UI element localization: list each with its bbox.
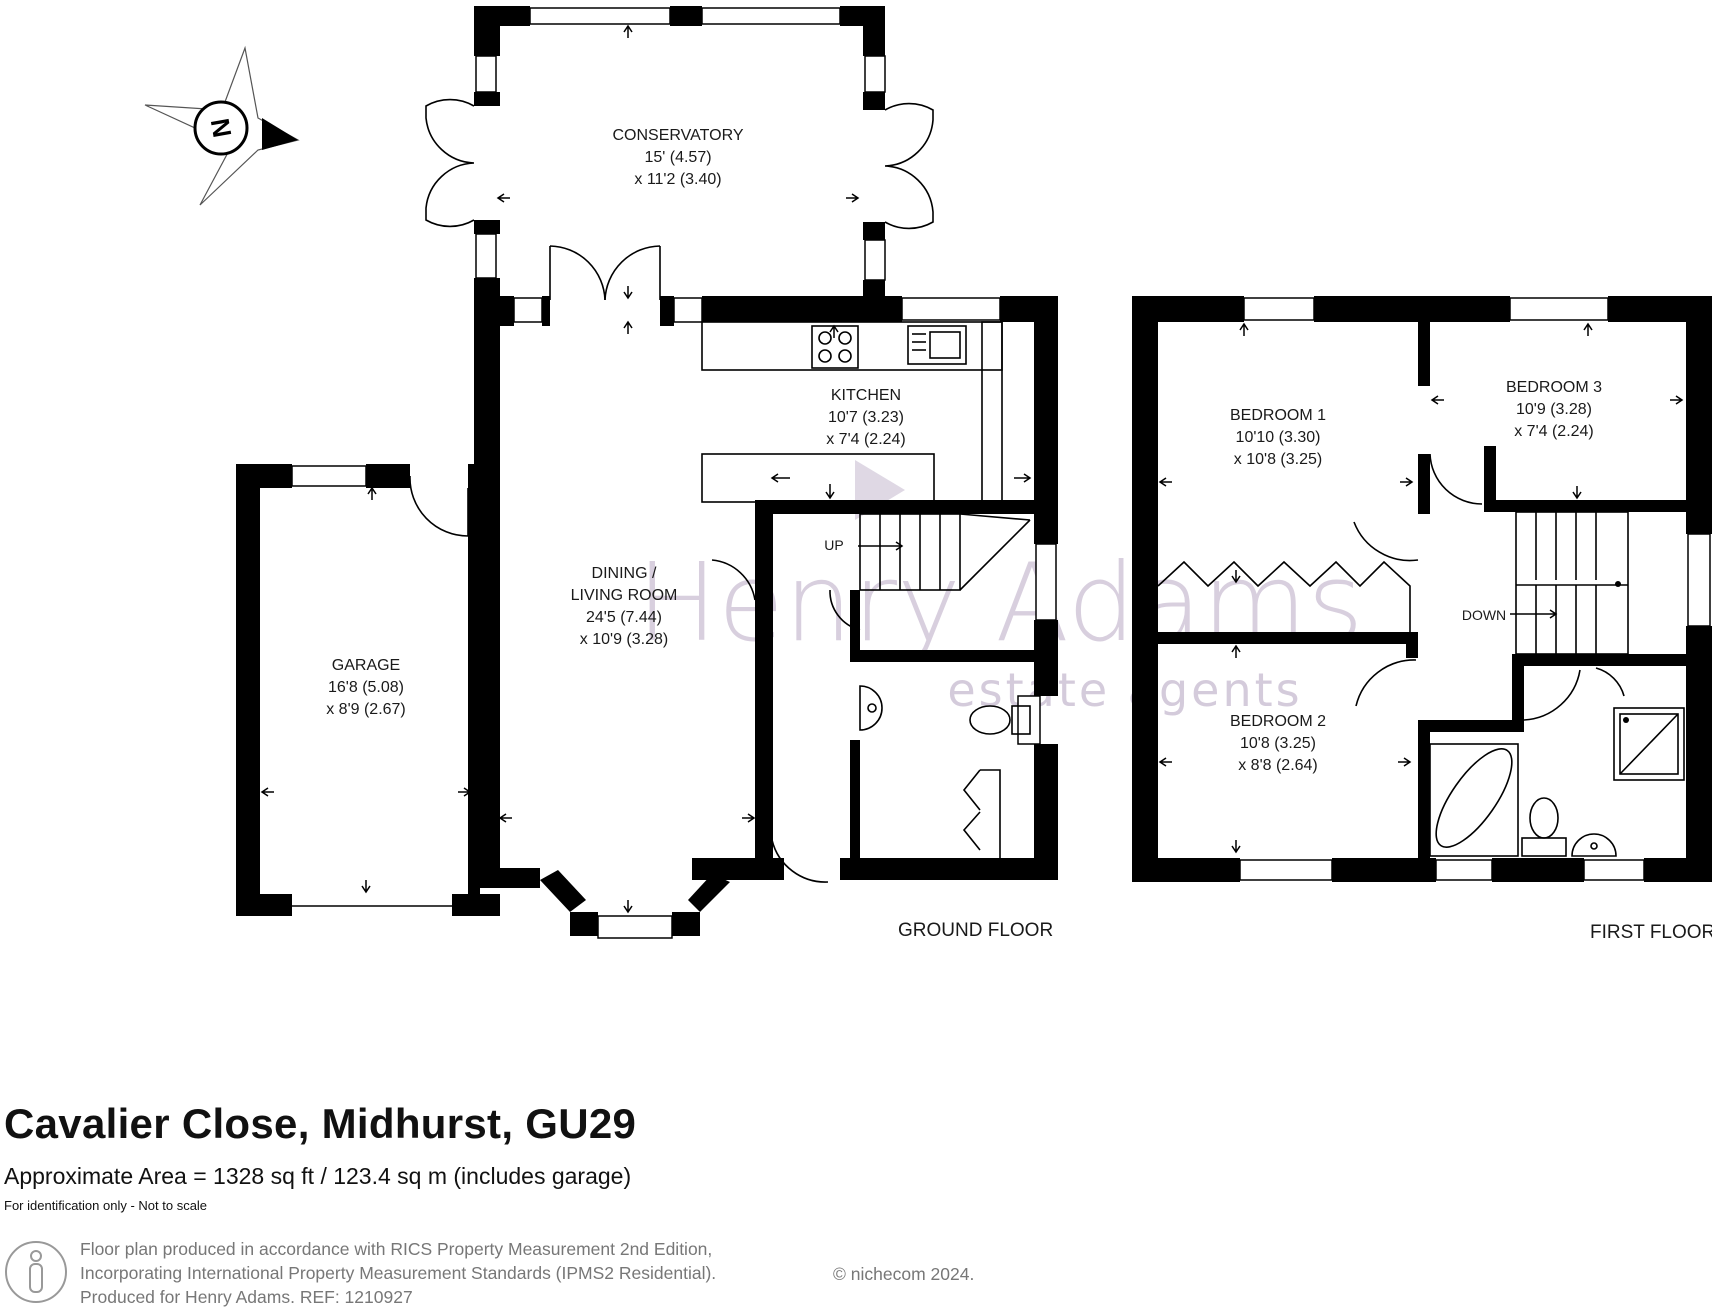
bedroom2-name: BEDROOM 2: [1230, 713, 1326, 730]
dining-dim1: 24'5 (7.44): [586, 609, 662, 626]
first-floor-label: FIRST FLOOR: [1590, 922, 1712, 943]
bedroom2-dim1: 10'8 (3.25): [1240, 735, 1316, 752]
property-title: Cavalier Close, Midhurst, GU29: [4, 1100, 637, 1147]
bedroom1-dim1: 10'10 (3.30): [1236, 429, 1321, 446]
stairs-down-label: DOWN: [1462, 607, 1506, 623]
bedroom3-name: BEDROOM 3: [1506, 379, 1602, 396]
upstairs-toilet-icon: [1521, 797, 1567, 857]
shower-icon: [1613, 707, 1685, 781]
garage-name: GARAGE: [332, 657, 400, 674]
dining-name-line1: DINING /: [592, 565, 657, 582]
bedroom3-dim1: 10'9 (3.28): [1516, 401, 1592, 418]
conservatory-dim1: 15' (4.57): [644, 149, 711, 166]
ground-stairs: [711, 513, 1031, 631]
watermark: Henry Adams estate agents: [637, 460, 1364, 717]
bedroom3-dim2: x 7'4 (2.24): [1514, 423, 1594, 440]
kitchen-name: KITCHEN: [831, 387, 901, 404]
dimension-arrows: [260, 24, 1032, 914]
rics-line-3: Produced for Henry Adams. REF: 1210927: [80, 1287, 413, 1307]
bedroom1-dim2: x 10'8 (3.25): [1234, 451, 1322, 468]
compass-north-label: N: [205, 116, 238, 140]
watermark-tagline: estate agents: [947, 663, 1302, 717]
garage-dim2: x 8'9 (2.67): [326, 701, 406, 718]
kitchen-dim1: 10'7 (3.23): [828, 409, 904, 426]
dining-name-line2: LIVING ROOM: [571, 587, 678, 604]
stairs-up-label: UP: [824, 537, 843, 553]
bath-icon: [1429, 743, 1519, 857]
first-floor-arrows: [1158, 322, 1684, 854]
floor-plan: Henry Adams estate agents N: [144, 6, 1712, 943]
rics-line-2: Incorporating International Property Mea…: [80, 1263, 717, 1283]
sink-icon: [907, 325, 967, 365]
first-floor-plan: [1132, 296, 1712, 882]
basin-icon: [859, 685, 883, 731]
ground-floor-plan: [236, 6, 1058, 939]
person-scale-icon: [5, 1241, 67, 1303]
copyright: © nichecom 2024.: [833, 1264, 975, 1284]
approximate-area: Approximate Area = 1328 sq ft / 123.4 sq…: [4, 1163, 632, 1189]
rics-line-1: Floor plan produced in accordance with R…: [80, 1239, 713, 1259]
scale-note: For identification only - Not to scale: [4, 1198, 208, 1213]
conservatory-dim2: x 11'2 (3.40): [634, 171, 721, 188]
dining-dim2: x 10'9 (3.28): [580, 631, 668, 648]
upstairs-basin-icon: [1571, 833, 1617, 857]
rics-statement: Floor plan produced in accordance with R…: [80, 1237, 960, 1309]
compass-icon: N: [144, 45, 300, 206]
kitchen-dim2: x 7'4 (2.24): [826, 431, 906, 448]
first-stairs: [1515, 511, 1629, 655]
bedroom1-name: BEDROOM 1: [1230, 407, 1326, 424]
bedroom2-dim2: x 8'8 (2.64): [1238, 757, 1318, 774]
conservatory-name: CONSERVATORY: [613, 127, 744, 144]
hob-icon: [811, 325, 859, 369]
ground-floor-label: GROUND FLOOR: [898, 920, 1053, 941]
toilet-icon: [969, 705, 1031, 735]
garage-dim1: 16'8 (5.08): [328, 679, 404, 696]
watermark-brand: Henry Adams: [637, 541, 1364, 666]
